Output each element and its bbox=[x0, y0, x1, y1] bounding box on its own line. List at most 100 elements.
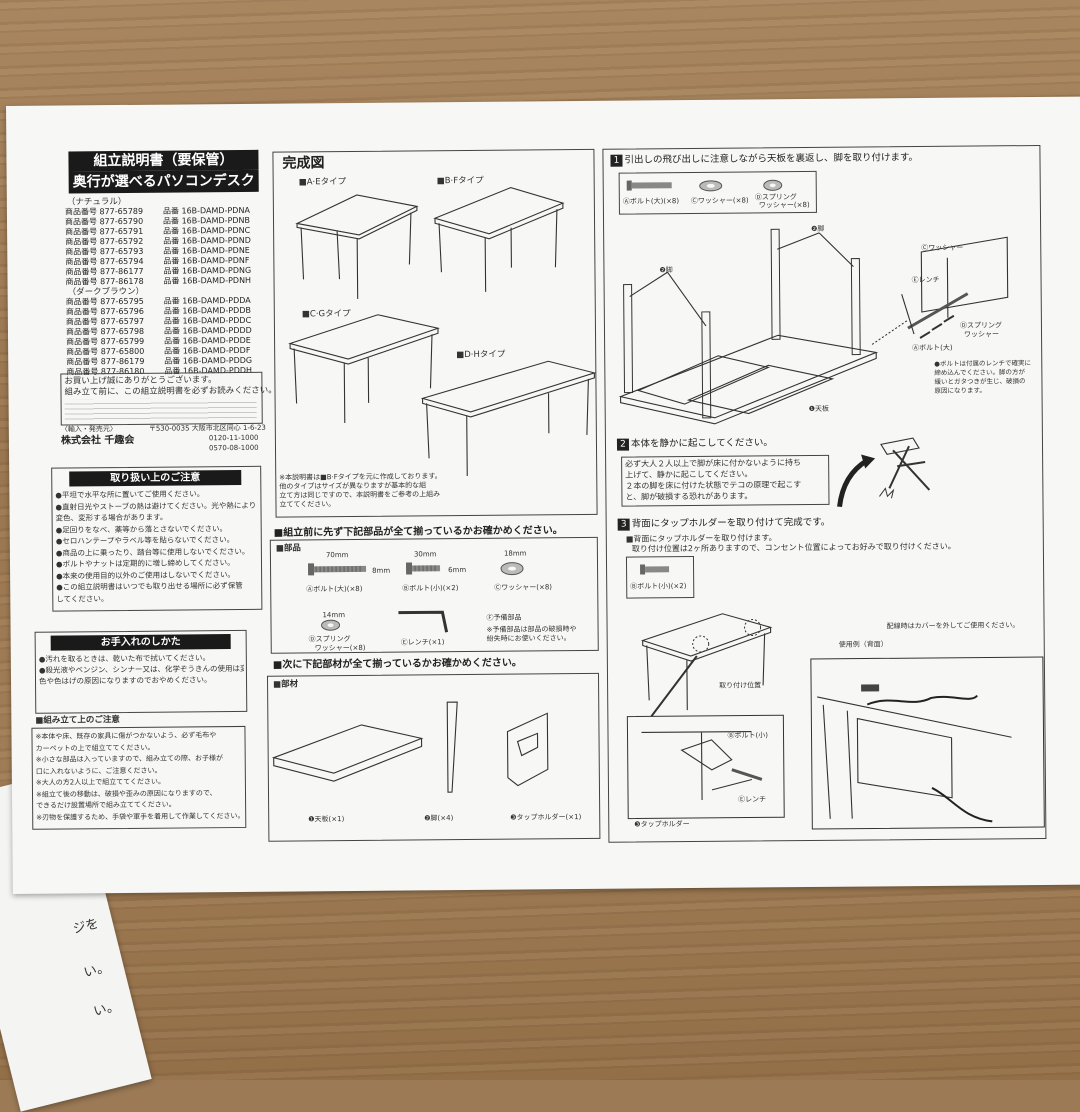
product-number: 商品番号 877-86178 bbox=[65, 276, 144, 287]
type-dh: ■D·Hタイプ bbox=[456, 349, 506, 361]
type-cg: ■C·Gタイプ bbox=[301, 309, 351, 320]
product-number: 商品番号 877-65798 bbox=[65, 326, 145, 337]
members-label: ■部材 bbox=[273, 679, 299, 690]
part-spring-washer-count: ワッシャー(×8) bbox=[314, 643, 366, 653]
product-number: 商品番号 877-65799 bbox=[66, 336, 145, 347]
manual-title: 組立説明書（要保管） bbox=[68, 149, 259, 172]
product-number: 商品番号 877-65795 bbox=[65, 296, 144, 307]
text-line: ※刃物を保護するため、手袋や軍手を着用して作業してください。 bbox=[36, 811, 245, 822]
step1-parts-drawings bbox=[626, 179, 783, 192]
step1-label-washer: Ⓒワッシャー bbox=[921, 243, 964, 253]
text-line: 色や色はげの原因になりますのでおやめください。 bbox=[38, 675, 212, 686]
thanks-line: お買い上げ誠にありがとうございます。 bbox=[64, 375, 217, 387]
instruction-sheet: 組立説明書（要保管） 奥行が選べるパソコンデスク （ナチュラル） 商品番号 87… bbox=[6, 96, 1080, 894]
text-line: ●この組立説明書はいつでも取り出せる場所に必ず保管 bbox=[56, 580, 243, 592]
step2-label: 本体を静かに起こしてください。 bbox=[630, 437, 773, 450]
complete-title: 完成図 bbox=[282, 155, 325, 172]
text-line: ※組立て後の移動は、破損や歪みの原因になりますので、 bbox=[35, 788, 217, 799]
product-number: 商品番号 877-86177 bbox=[65, 266, 144, 277]
product-number: 商品番号 877-65796 bbox=[65, 306, 144, 317]
dim-30mm: 30mm bbox=[413, 550, 437, 559]
usage-example-title: 使用例（背面） bbox=[838, 640, 888, 649]
washer-icon bbox=[500, 562, 524, 576]
tabletop-drawing bbox=[271, 724, 424, 782]
desk-bf-drawing bbox=[433, 187, 565, 292]
address: 〒530-0035 大阪市北区同心 1-6-23 bbox=[148, 423, 266, 433]
phone2: 0570-08-1000 bbox=[208, 443, 259, 453]
product-number: 商品番号 877-65797 bbox=[65, 316, 145, 327]
step3-label: 背面にタップホルダーを取り付けて完成です。 bbox=[631, 516, 831, 530]
step1-label-spring2: ワッシャー bbox=[963, 330, 1000, 339]
part-bolt-small: Ⓑボルト(小)(×2) bbox=[402, 584, 459, 593]
bolt-large-icon bbox=[626, 180, 672, 191]
product-number: 商品番号 877-65792 bbox=[65, 236, 144, 247]
spring-washer-icon bbox=[763, 179, 783, 191]
desk-drawings bbox=[288, 187, 597, 476]
step1-drawing bbox=[618, 228, 1009, 425]
step1-label-bolt: Ⓐボルト(大) bbox=[912, 343, 953, 353]
thanks-line: 組み立て前に、この組立説明書を必ずお読みください。 bbox=[64, 385, 277, 398]
under-text: い。 bbox=[92, 998, 121, 1020]
step2-warning: 必ず大人２人以上で脚が床に付かないように持ち上げて、静かに起こしてください。２本… bbox=[625, 457, 827, 503]
dim-18mm: 18mm bbox=[503, 549, 527, 558]
washer-icon bbox=[699, 180, 723, 192]
step1-part-washer: Ⓒワッシャー(×8) bbox=[690, 196, 749, 206]
product-number: 商品番号 877-65794 bbox=[65, 256, 144, 267]
product-number: 商品番号 877-65790 bbox=[64, 216, 144, 227]
type-ae: ■A·Eタイプ bbox=[298, 177, 347, 188]
parts-label: ■部品 bbox=[275, 543, 301, 554]
step3-drawing bbox=[626, 613, 1045, 830]
desk-dh-drawing bbox=[420, 360, 597, 476]
usage-example-note: 配線時はカバーを外してご使用ください。 bbox=[886, 621, 1020, 631]
part-spring-washer: Ⓓスプリング bbox=[308, 635, 351, 644]
under-text: い。 bbox=[82, 960, 112, 981]
member-leg: ❷脚(×4) bbox=[424, 814, 454, 823]
step1-label-top: ❶天板 bbox=[808, 404, 829, 414]
phone1: 0120-11-1000 bbox=[208, 433, 259, 443]
dim-14mm: 14mm bbox=[322, 611, 346, 620]
care-list: ●平坦で水平な所に置いてご使用ください。●直射日光やストーブの熱は避けてください… bbox=[55, 488, 256, 605]
dim-6mm: 6mm bbox=[448, 566, 467, 575]
seller-label: 〈輸入・発売元〉 bbox=[60, 425, 117, 434]
dim-70mm: 70mm bbox=[325, 551, 349, 560]
product-number: 商品番号 877-65800 bbox=[66, 346, 145, 357]
bolt-detail-drawing bbox=[871, 236, 1009, 345]
company-name: 株式会社 千趣会 bbox=[60, 434, 135, 447]
text-line: ※小さな部品は入っていますので、組み立ての際、お子様が bbox=[35, 754, 223, 764]
usage-example-drawing bbox=[810, 656, 1045, 830]
maint-title: お手入れのしかた bbox=[50, 634, 231, 651]
product-number: 商品番号 877-65789 bbox=[64, 206, 144, 217]
wrench-icon bbox=[398, 610, 449, 633]
step1-part-spring-count: ワッシャー(×8) bbox=[758, 200, 810, 210]
step1-label-leg: ❷脚 bbox=[811, 224, 825, 233]
step3-label-bolt: Ⓑボルト(小) bbox=[727, 731, 769, 740]
step1-part-bolt: Ⓐボルト(大)(×8) bbox=[622, 197, 680, 206]
complete-note: ※本説明書は■B·Fタイプを元に作成しております。他のタイプはサイズが異なります… bbox=[279, 471, 589, 510]
assembly-title: ■組み立て上のご注意 bbox=[35, 715, 120, 726]
spring-washer-icon bbox=[321, 619, 341, 631]
step1-note: ●ボルトは付属のレンチで確実に締め込んでください。脚の方が緩いとガタつきが生じ、… bbox=[934, 359, 1038, 396]
step3-parts-box bbox=[625, 556, 695, 599]
leg-drawing bbox=[446, 701, 458, 793]
member-tap-holder: ❸タップホルダー(×1) bbox=[510, 813, 582, 822]
step1-label-spring: Ⓓスプリング bbox=[959, 321, 1002, 330]
member-tabletop: ❶天板(×1) bbox=[308, 815, 345, 824]
tap-holder-drawing bbox=[506, 712, 549, 787]
holder-detail-drawing bbox=[626, 714, 785, 820]
step3-label-wrench: Ⓔレンチ bbox=[738, 795, 767, 804]
assembly-list: ※本体や床、既存の家具に傷がつかないよう、必ず毛布や カーペットの上で組立ててく… bbox=[35, 730, 244, 824]
tilting-desk-drawing bbox=[879, 437, 931, 499]
under-text: ジを bbox=[71, 916, 101, 938]
part-wrench: Ⓔレンチ(×1) bbox=[400, 638, 445, 647]
text-line: ●殺光液やベンジン、シンナー又は、化学ぞうきんの使用は変 bbox=[38, 663, 244, 675]
desk-ae-drawing bbox=[295, 194, 419, 299]
rotate-arrow-icon bbox=[837, 458, 869, 508]
text-line: 必ず大人２人以上で脚が床に付かないように持ち bbox=[625, 458, 802, 469]
text-line: ※本体や床、既存の家具に傷がつかないよう、必ず毛布や bbox=[35, 731, 217, 741]
product-title: 奥行が選べるパソコンデスク bbox=[68, 169, 259, 194]
part-washer: Ⓒワッシャー(×8) bbox=[494, 583, 553, 592]
upside-down-desk-drawing bbox=[618, 228, 879, 425]
